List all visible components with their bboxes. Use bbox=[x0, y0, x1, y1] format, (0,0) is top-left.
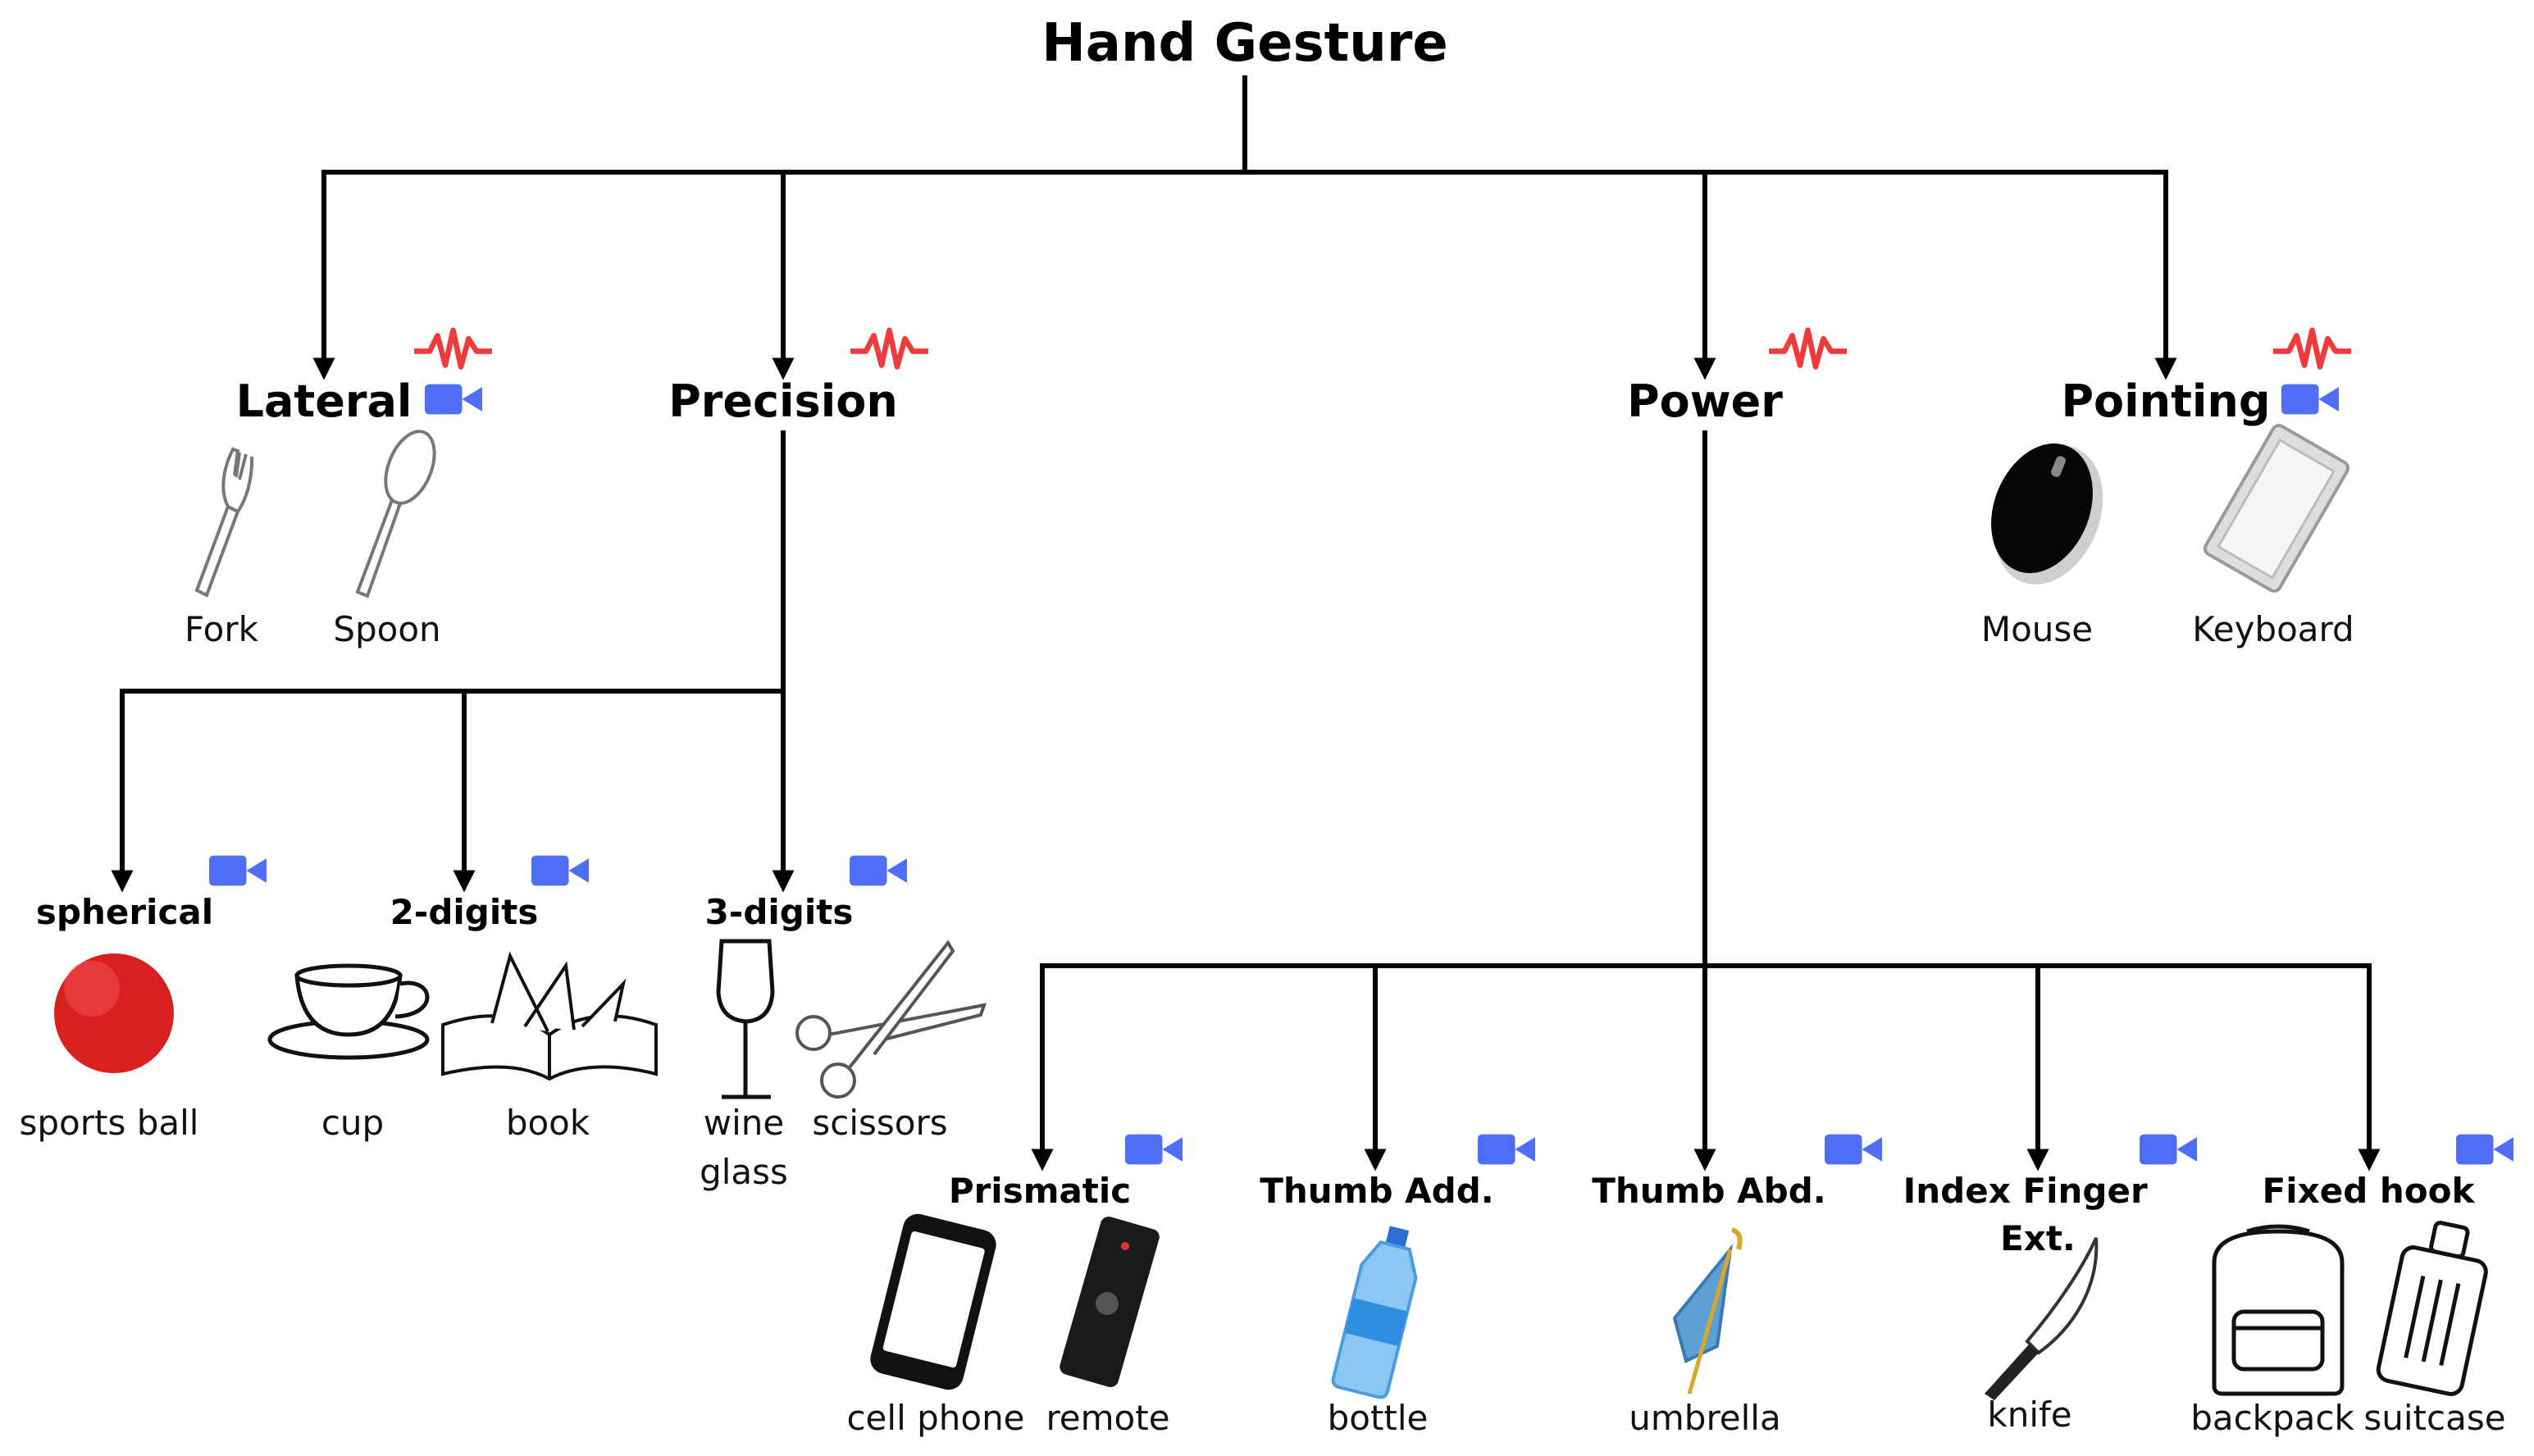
video-camera-icon bbox=[425, 384, 482, 415]
video-camera-icon bbox=[1825, 1134, 1882, 1165]
book-icon bbox=[441, 951, 658, 1081]
emg-signal-icon bbox=[414, 330, 492, 367]
object-label: remote bbox=[1046, 1398, 1169, 1438]
emg-signal-icon bbox=[2273, 330, 2351, 367]
video-camera-icon bbox=[209, 855, 267, 886]
sports-ball-icon bbox=[54, 953, 174, 1073]
subtype-spherical-label: spherical bbox=[36, 892, 213, 932]
video-camera-icon bbox=[2456, 1134, 2513, 1165]
object-label: backpack bbox=[2190, 1398, 2354, 1438]
object-label: Keyboard bbox=[2192, 609, 2354, 649]
subtype-fixed-hook-label: Fixed hook bbox=[2263, 1171, 2476, 1211]
video-camera-icon bbox=[850, 855, 907, 886]
subtype-2-digits-label: 2-digits bbox=[390, 892, 539, 932]
remote-icon bbox=[1060, 1217, 1160, 1387]
object-label: suitcase bbox=[2363, 1398, 2505, 1438]
wine-glass-icon bbox=[716, 939, 775, 1099]
video-camera-icon bbox=[1125, 1134, 1183, 1165]
object-label: sports ball bbox=[20, 1103, 199, 1143]
subtype-prismatic-label: Prismatic bbox=[949, 1171, 1131, 1211]
scissors-icon bbox=[795, 940, 987, 1099]
emg-signal-icon bbox=[1769, 330, 1847, 367]
category-lateral-label: Lateral bbox=[236, 375, 412, 427]
emg-signal-icon bbox=[850, 330, 928, 367]
category-pointing-label: Pointing bbox=[2061, 375, 2270, 427]
category-precision-label: Precision bbox=[668, 375, 898, 427]
category-power-label: Power bbox=[1627, 375, 1783, 427]
tree-edges bbox=[111, 75, 2381, 1172]
suitcase-icon bbox=[2376, 1221, 2488, 1396]
object-label: bottle bbox=[1328, 1398, 1429, 1438]
video-camera-icon bbox=[1478, 1134, 1535, 1165]
subtype-index-finger-ext-line-1: Index Finger bbox=[1903, 1171, 2148, 1211]
object-label: wine glass bbox=[700, 1103, 788, 1192]
cup-icon bbox=[267, 963, 430, 1060]
video-camera-icon bbox=[2140, 1134, 2197, 1165]
object-label: Fork bbox=[185, 609, 259, 649]
object-label-line-2: glass bbox=[700, 1152, 788, 1192]
bottle-icon bbox=[1331, 1226, 1418, 1399]
object-label: cup bbox=[321, 1103, 384, 1143]
root-title: Hand Gesture bbox=[1041, 13, 1448, 74]
keyboard-icon bbox=[2203, 423, 2350, 594]
umbrella-icon bbox=[1672, 1227, 1743, 1395]
object-label: knife bbox=[1987, 1395, 2071, 1435]
subtype-thumb-abd-label: Thumb Abd. bbox=[1592, 1171, 1826, 1211]
backpack-icon bbox=[2212, 1224, 2345, 1396]
object-label: Spoon bbox=[333, 609, 440, 649]
subtype-3-digits-label: 3-digits bbox=[705, 892, 854, 932]
cell-phone-icon bbox=[870, 1213, 996, 1390]
spoon-icon bbox=[355, 430, 436, 598]
object-label: book bbox=[506, 1103, 590, 1143]
fork-icon bbox=[194, 447, 254, 598]
subtype-index-finger-ext-label: Index Finger Ext. bbox=[1903, 1171, 2160, 1258]
object-label: cell phone bbox=[846, 1398, 1024, 1438]
object-label: scissors bbox=[812, 1103, 947, 1143]
object-label: umbrella bbox=[1629, 1398, 1780, 1438]
knife-icon bbox=[1985, 1237, 2099, 1400]
subtype-index-finger-ext-line-2: Ext. bbox=[2000, 1218, 2076, 1258]
object-label: Mouse bbox=[1981, 609, 2093, 649]
video-camera-icon bbox=[531, 855, 589, 886]
subtype-thumb-add-label: Thumb Add. bbox=[1260, 1171, 1494, 1211]
video-camera-icon bbox=[2281, 384, 2339, 415]
mouse-icon bbox=[1991, 443, 2103, 585]
object-label-line-1: wine bbox=[704, 1103, 784, 1143]
